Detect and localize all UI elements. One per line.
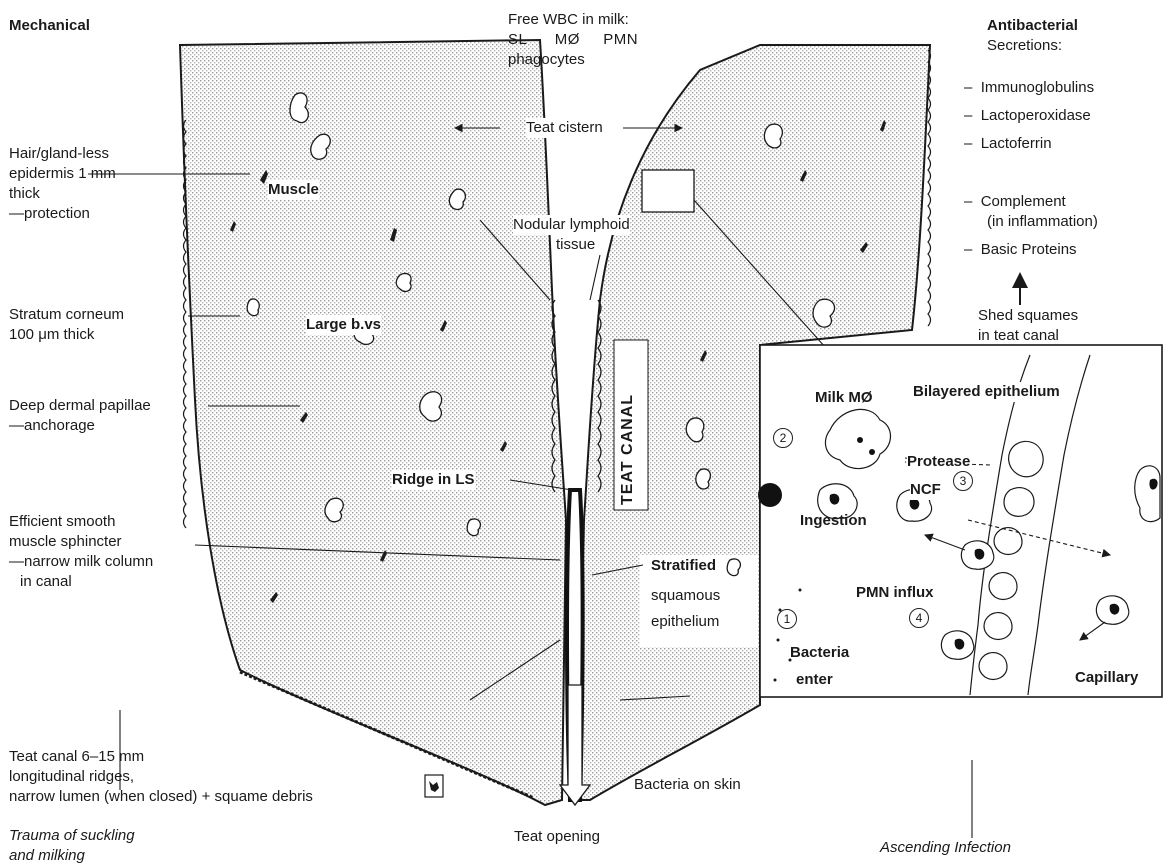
teat-opening-label: Teat opening <box>514 827 600 847</box>
trauma-label-line1: Trauma of suckling <box>9 826 135 846</box>
protease-label: Protease <box>907 452 970 472</box>
wbc-label-line2: SL MØ PMN <box>508 30 638 50</box>
canal-label-line3: narrow lumen (when closed) + squame debr… <box>9 787 313 807</box>
stratified-label-line3: epithelium <box>651 612 719 632</box>
secretion-item: – Lactoperoxidase <box>964 106 1091 126</box>
bacteria-on-skin-label: Bacteria on skin <box>634 775 741 795</box>
capillary-label: Capillary <box>1075 668 1138 688</box>
complement-label-line2: (in inflammation) <box>987 212 1098 232</box>
stratified-label-line1: Stratified <box>651 556 716 576</box>
ingestion-label: Ingestion <box>800 511 867 531</box>
milk-macrophage-label: Milk MØ <box>815 388 873 408</box>
hair-label-line3: thick <box>9 184 40 204</box>
complement-label-line1: – Complement <box>964 192 1066 212</box>
nodular-label-line1: Nodular lymphoid <box>513 215 630 235</box>
large-bvs-label: Large b.vs <box>306 315 381 335</box>
bacteria-enter-line1: Bacteria <box>790 643 849 663</box>
mechanical-heading: Mechanical <box>9 16 90 36</box>
stratum-label-line2: 100 μm thick <box>9 325 94 345</box>
teat-canal-label: TEAT CANAL <box>619 394 637 505</box>
ridge-label: Ridge in LS <box>392 470 475 490</box>
canal-label-line2: longitudinal ridges, <box>9 767 134 787</box>
teat-cistern-label: Teat cistern <box>526 118 603 138</box>
ascending-infection-label: Ascending Infection <box>880 838 1011 858</box>
papillae-label-line1: Deep dermal papillae <box>9 396 151 416</box>
shed-squames-line2: in teat canal <box>978 326 1059 346</box>
bilayered-epithelium-label: Bilayered epithelium <box>913 382 1060 402</box>
wbc-label-line3: phagocytes <box>508 50 585 70</box>
sphincter-label-line2: muscle sphincter <box>9 532 122 552</box>
sphincter-label-line3: —narrow milk column <box>9 552 153 572</box>
muscle-label: Muscle <box>268 180 319 200</box>
step-2-badge: 2 <box>773 428 793 448</box>
pmn-influx-label: PMN influx <box>856 583 934 603</box>
nodular-label-line2: tissue <box>556 235 595 255</box>
step-3-badge: 3 <box>953 471 973 491</box>
canal-label-line1: Teat canal 6–15 mm <box>9 747 144 767</box>
stratified-label-line2: squamous <box>651 586 720 606</box>
secretion-item: – Immunoglobulins <box>964 78 1094 98</box>
inset-source-box <box>642 170 694 212</box>
wbc-label-line1: Free WBC in milk: <box>508 10 629 30</box>
sphincter-label-line4: in canal <box>20 572 72 592</box>
sphincter-label-line1: Efficient smooth <box>9 512 115 532</box>
hair-label-line2: epidermis 1 mm <box>9 164 116 184</box>
hair-label-line1: Hair/gland-less <box>9 144 109 164</box>
trauma-label-line2: and milking <box>9 846 85 866</box>
left-epidermis-wave <box>184 120 187 528</box>
step-4-badge: 4 <box>909 608 929 628</box>
papillae-label-line2: —anchorage <box>9 416 95 436</box>
ncf-label: NCF <box>910 480 941 500</box>
hair-label-line4: —protection <box>9 204 90 224</box>
left-teat-wall <box>180 40 566 805</box>
shed-squames-line1: Shed squames <box>978 306 1078 326</box>
antibacterial-heading: Antibacterial <box>987 16 1078 36</box>
stratum-label-line1: Stratum corneum <box>9 305 124 325</box>
secretion-item: – Lactoferrin <box>964 134 1052 154</box>
secretions-label: Secretions: <box>987 36 1062 56</box>
basic-proteins-label: – Basic Proteins <box>964 240 1077 260</box>
step-1-badge: 1 <box>777 609 797 629</box>
bacteria-enter-line2: enter <box>796 670 833 690</box>
